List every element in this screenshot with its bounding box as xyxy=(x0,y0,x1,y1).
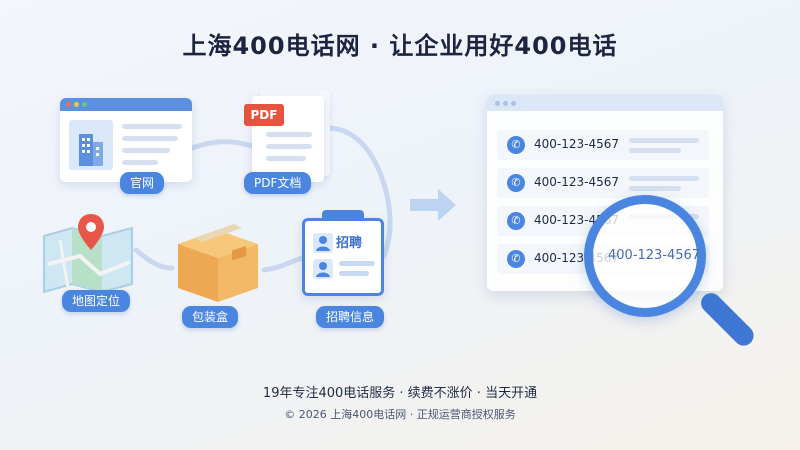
phone-number: 400-123-4567 xyxy=(534,175,620,189)
label-box: 包装盒 xyxy=(182,306,239,328)
magnified-number: 400-123-4567 xyxy=(608,248,701,263)
magnifier-icon xyxy=(584,195,706,317)
badge-icon xyxy=(302,218,384,296)
text-line xyxy=(629,148,681,153)
text-line xyxy=(122,160,158,165)
list-item: ✆ 400-123-4567 xyxy=(497,130,709,160)
window-dot xyxy=(511,101,516,106)
phone-icon: ✆ xyxy=(507,136,525,154)
label-website: 官网 xyxy=(120,172,165,194)
pdf-tag: PDF xyxy=(244,104,284,126)
browser-bar xyxy=(60,98,192,111)
window-dot xyxy=(74,102,79,107)
window-dot xyxy=(82,102,87,107)
phone-icon: ✆ xyxy=(507,174,525,192)
window-bar xyxy=(487,95,723,111)
phone-icon: ✆ xyxy=(507,250,525,268)
window-dot xyxy=(66,102,71,107)
window-dot xyxy=(495,101,500,106)
list-item: ✆ 400-123-4567 xyxy=(497,168,709,198)
text-line xyxy=(629,138,699,143)
text-line xyxy=(339,261,375,266)
label-recruit: 招聘信息 xyxy=(316,306,385,328)
text-line xyxy=(122,148,170,153)
phone-icon: ✆ xyxy=(507,212,525,230)
text-line xyxy=(122,124,182,129)
text-line xyxy=(629,176,699,181)
box-icon xyxy=(172,222,264,308)
text-line xyxy=(266,144,312,149)
footer-copyright: © 2026 上海400电话网 · 正规运营商授权服务 xyxy=(284,408,516,421)
website-card xyxy=(60,98,192,182)
text-line xyxy=(629,186,681,191)
label-pdf: PDF文档 xyxy=(244,172,312,194)
building-icon xyxy=(69,120,113,170)
window-dot xyxy=(503,101,508,106)
map-icon xyxy=(40,214,136,294)
headline: 上海400电话网 · 让企业用好400电话 xyxy=(182,32,618,60)
text-line xyxy=(339,271,369,276)
arrow-right-icon xyxy=(410,189,456,221)
label-map: 地图定位 xyxy=(62,290,131,312)
text-line xyxy=(122,136,178,141)
text-line xyxy=(266,156,306,161)
pin-icon xyxy=(78,214,104,250)
recruit-title: 招聘 xyxy=(336,236,363,251)
text-line xyxy=(266,132,312,137)
footer-tagline: 19年专注400电话服务 · 续费不涨价 · 当天开通 xyxy=(262,386,538,401)
phone-number: 400-123-4567 xyxy=(534,137,620,151)
